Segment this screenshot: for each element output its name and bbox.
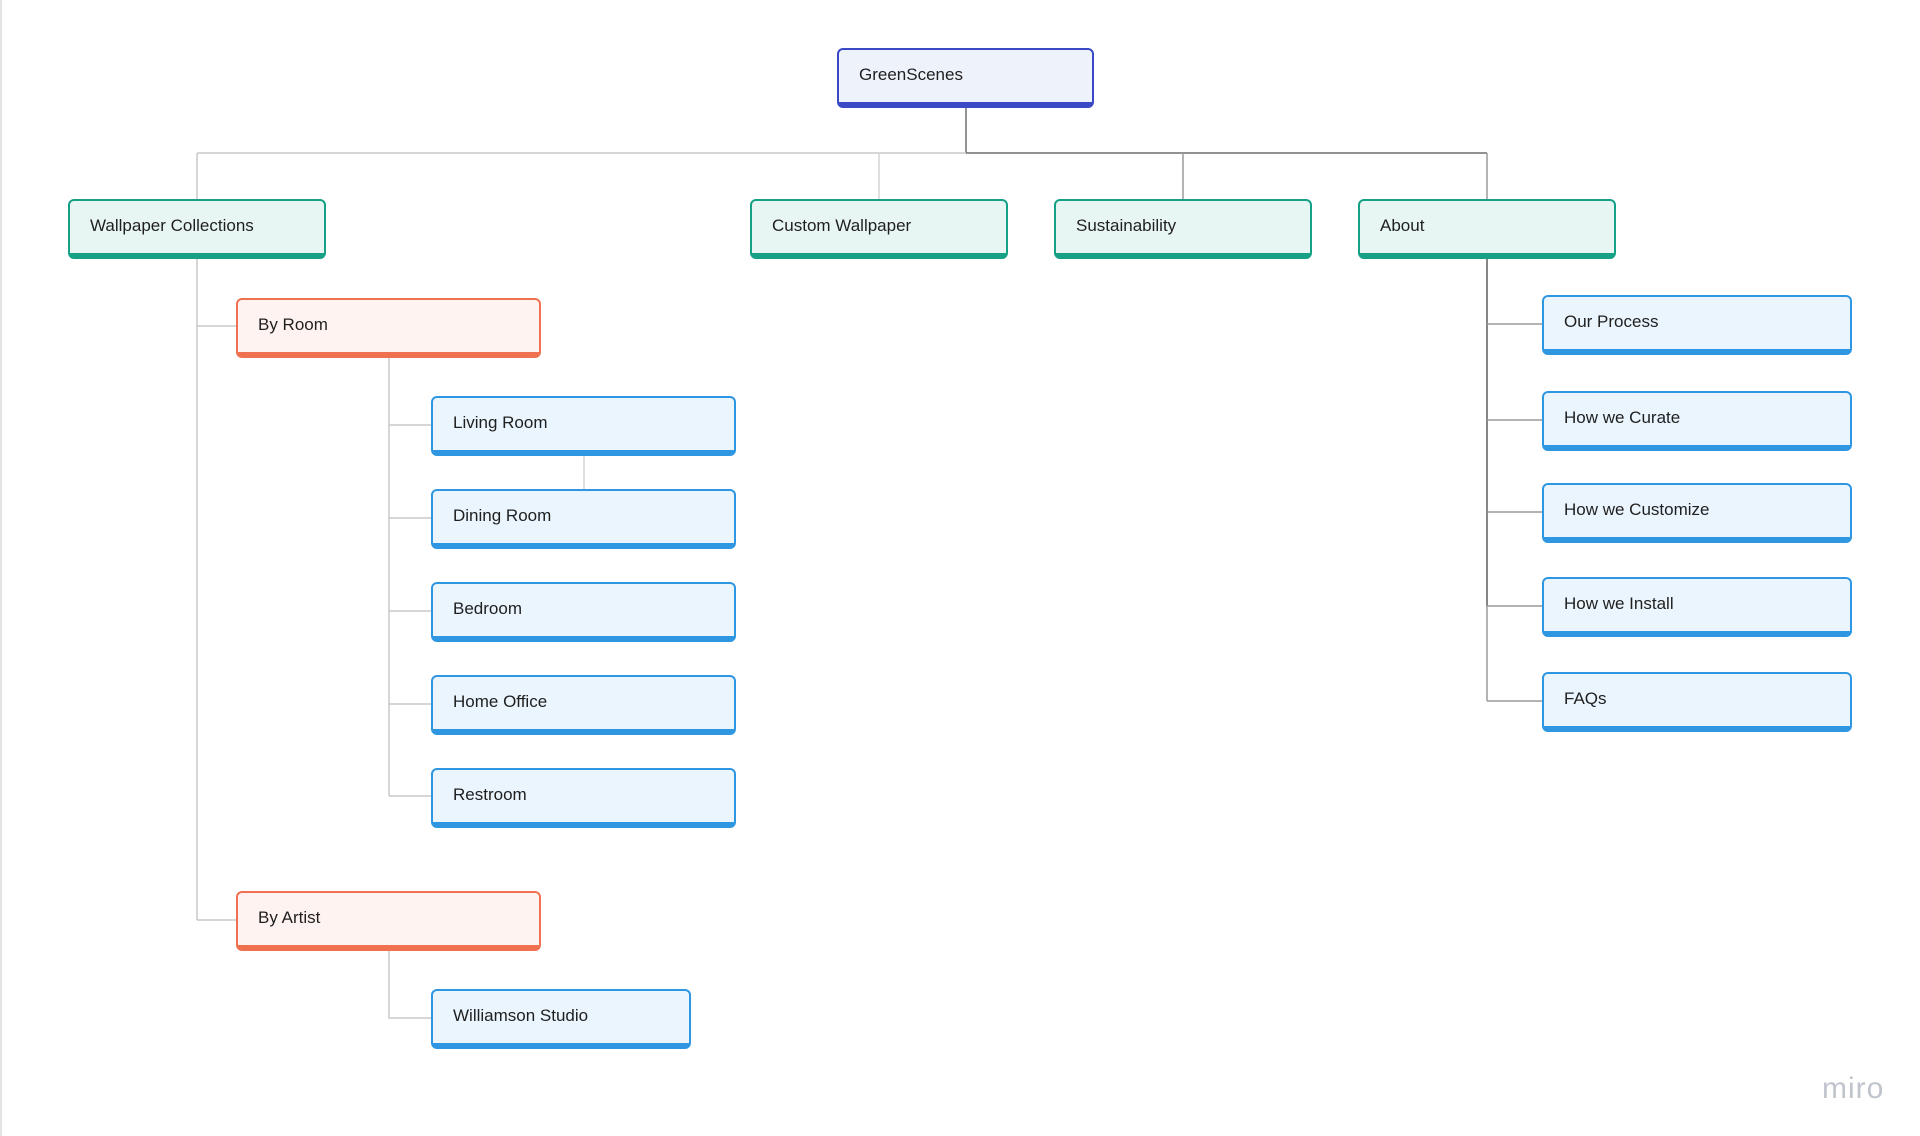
node-how-we-customize[interactable]: How we Customize	[1542, 483, 1852, 543]
node-label: Living Room	[453, 413, 548, 432]
node-label: Restroom	[453, 785, 527, 804]
root-node[interactable]: GreenScenes	[837, 48, 1094, 108]
node-label: How we Install	[1564, 594, 1674, 613]
root-label: GreenScenes	[859, 65, 963, 84]
node-label: Bedroom	[453, 599, 522, 618]
node-williamson-studio[interactable]: Williamson Studio	[431, 989, 691, 1049]
node-bedroom[interactable]: Bedroom	[431, 582, 736, 642]
node-label: Custom Wallpaper	[772, 216, 912, 235]
node-sustainability[interactable]: Sustainability	[1054, 199, 1312, 259]
node-about[interactable]: About	[1358, 199, 1616, 259]
node-label: Wallpaper Collections	[90, 216, 254, 235]
miro-watermark: miro	[1822, 1072, 1885, 1105]
node-custom-wallpaper[interactable]: Custom Wallpaper	[750, 199, 1008, 259]
node-dining-room[interactable]: Dining Room	[431, 489, 736, 549]
node-label: Our Process	[1564, 312, 1659, 331]
node-faqs[interactable]: FAQs	[1542, 672, 1852, 732]
node-label: About	[1380, 216, 1425, 235]
node-restroom[interactable]: Restroom	[431, 768, 736, 828]
node-label: How we Customize	[1564, 500, 1710, 519]
node-how-we-install[interactable]: How we Install	[1542, 577, 1852, 637]
node-how-we-curate[interactable]: How we Curate	[1542, 391, 1852, 451]
node-our-process[interactable]: Our Process	[1542, 295, 1852, 355]
node-label: By Artist	[258, 908, 321, 927]
node-label: FAQs	[1564, 689, 1607, 708]
canvas-edge	[0, 0, 2, 1136]
node-label: Dining Room	[453, 506, 552, 525]
node-label: How we Curate	[1564, 408, 1681, 427]
node-home-office[interactable]: Home Office	[431, 675, 736, 735]
connector-by-artist-trunk	[388, 950, 432, 1019]
node-label: Williamson Studio	[453, 1006, 589, 1025]
node-by-artist[interactable]: By Artist	[236, 891, 541, 951]
node-label: Sustainability	[1076, 216, 1177, 235]
node-by-room[interactable]: By Room	[236, 298, 541, 358]
node-label: Home Office	[453, 692, 548, 711]
node-wallpaper-collections[interactable]: Wallpaper Collections	[68, 199, 326, 259]
node-label: By Room	[258, 315, 328, 334]
node-living-room[interactable]: Living Room	[431, 396, 736, 456]
